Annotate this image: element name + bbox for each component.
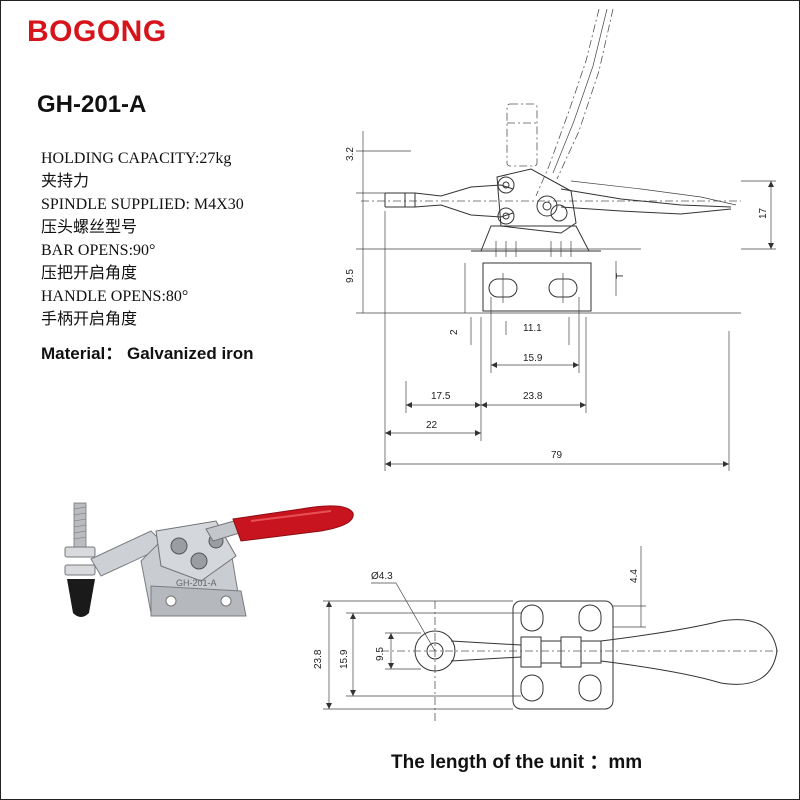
dim-9-5-bottom: 9.5 (375, 647, 386, 661)
dim-23-8-bottom: 23.8 (313, 649, 324, 669)
dim-22: 22 (426, 420, 438, 431)
spec-bar-opens-cn: 压把开启角度 (41, 265, 138, 282)
dim-9-5-side: 9.5 (345, 269, 356, 283)
model-number: GH-201-A (37, 91, 147, 118)
dim-11-1: 11.1 (523, 323, 542, 334)
photo-engraving: GH-201-A (176, 578, 217, 588)
spec-spindle: SPINDLE SUPPLIED: M4X30 (41, 196, 244, 213)
dim-4-4: 4.4 (629, 569, 640, 583)
side-view-drawing: 3.2 17 9.5 T 2 11.1 15.9 17.5 23.8 22 79 (345, 8, 776, 471)
material-note: Material： Galvanized iron (41, 344, 254, 363)
top-view-drawing: Ø4.3 4.4 23.8 15.9 9.5 (313, 546, 781, 721)
spec-spindle-cn: 压头螺丝型号 (41, 219, 138, 236)
brand-logo: BOGONG (27, 15, 167, 48)
dim-3-2: 3.2 (345, 147, 356, 161)
product-photo: GH-201-A (64, 502, 354, 617)
dim-23-8-top: 23.8 (523, 391, 543, 402)
spec-list: HOLDING CAPACITY:27kg 夹持力 SPINDLE SUPPLI… (41, 147, 244, 331)
dim-phi-4-3: Ø4.3 (371, 571, 393, 582)
dim-T: T (615, 273, 626, 279)
spec-holding-capacity: HOLDING CAPACITY:27kg (41, 150, 232, 167)
spec-handle-opens-cn: 手柄开启角度 (41, 311, 138, 328)
spec-holding-capacity-cn: 夹持力 (41, 173, 90, 190)
dim-15-9-top: 15.9 (523, 353, 543, 364)
dim-17-5: 17.5 (431, 391, 451, 402)
units-note: The length of the unit ：mm (391, 752, 643, 773)
spec-bar-opens: BAR OPENS:90° (41, 242, 156, 259)
dim-2: 2 (449, 329, 460, 335)
dim-17: 17 (758, 207, 769, 219)
spec-handle-opens: HANDLE OPENS:80° (41, 288, 189, 305)
dim-79: 79 (551, 450, 563, 461)
dim-15-9-bottom: 15.9 (339, 649, 350, 669)
